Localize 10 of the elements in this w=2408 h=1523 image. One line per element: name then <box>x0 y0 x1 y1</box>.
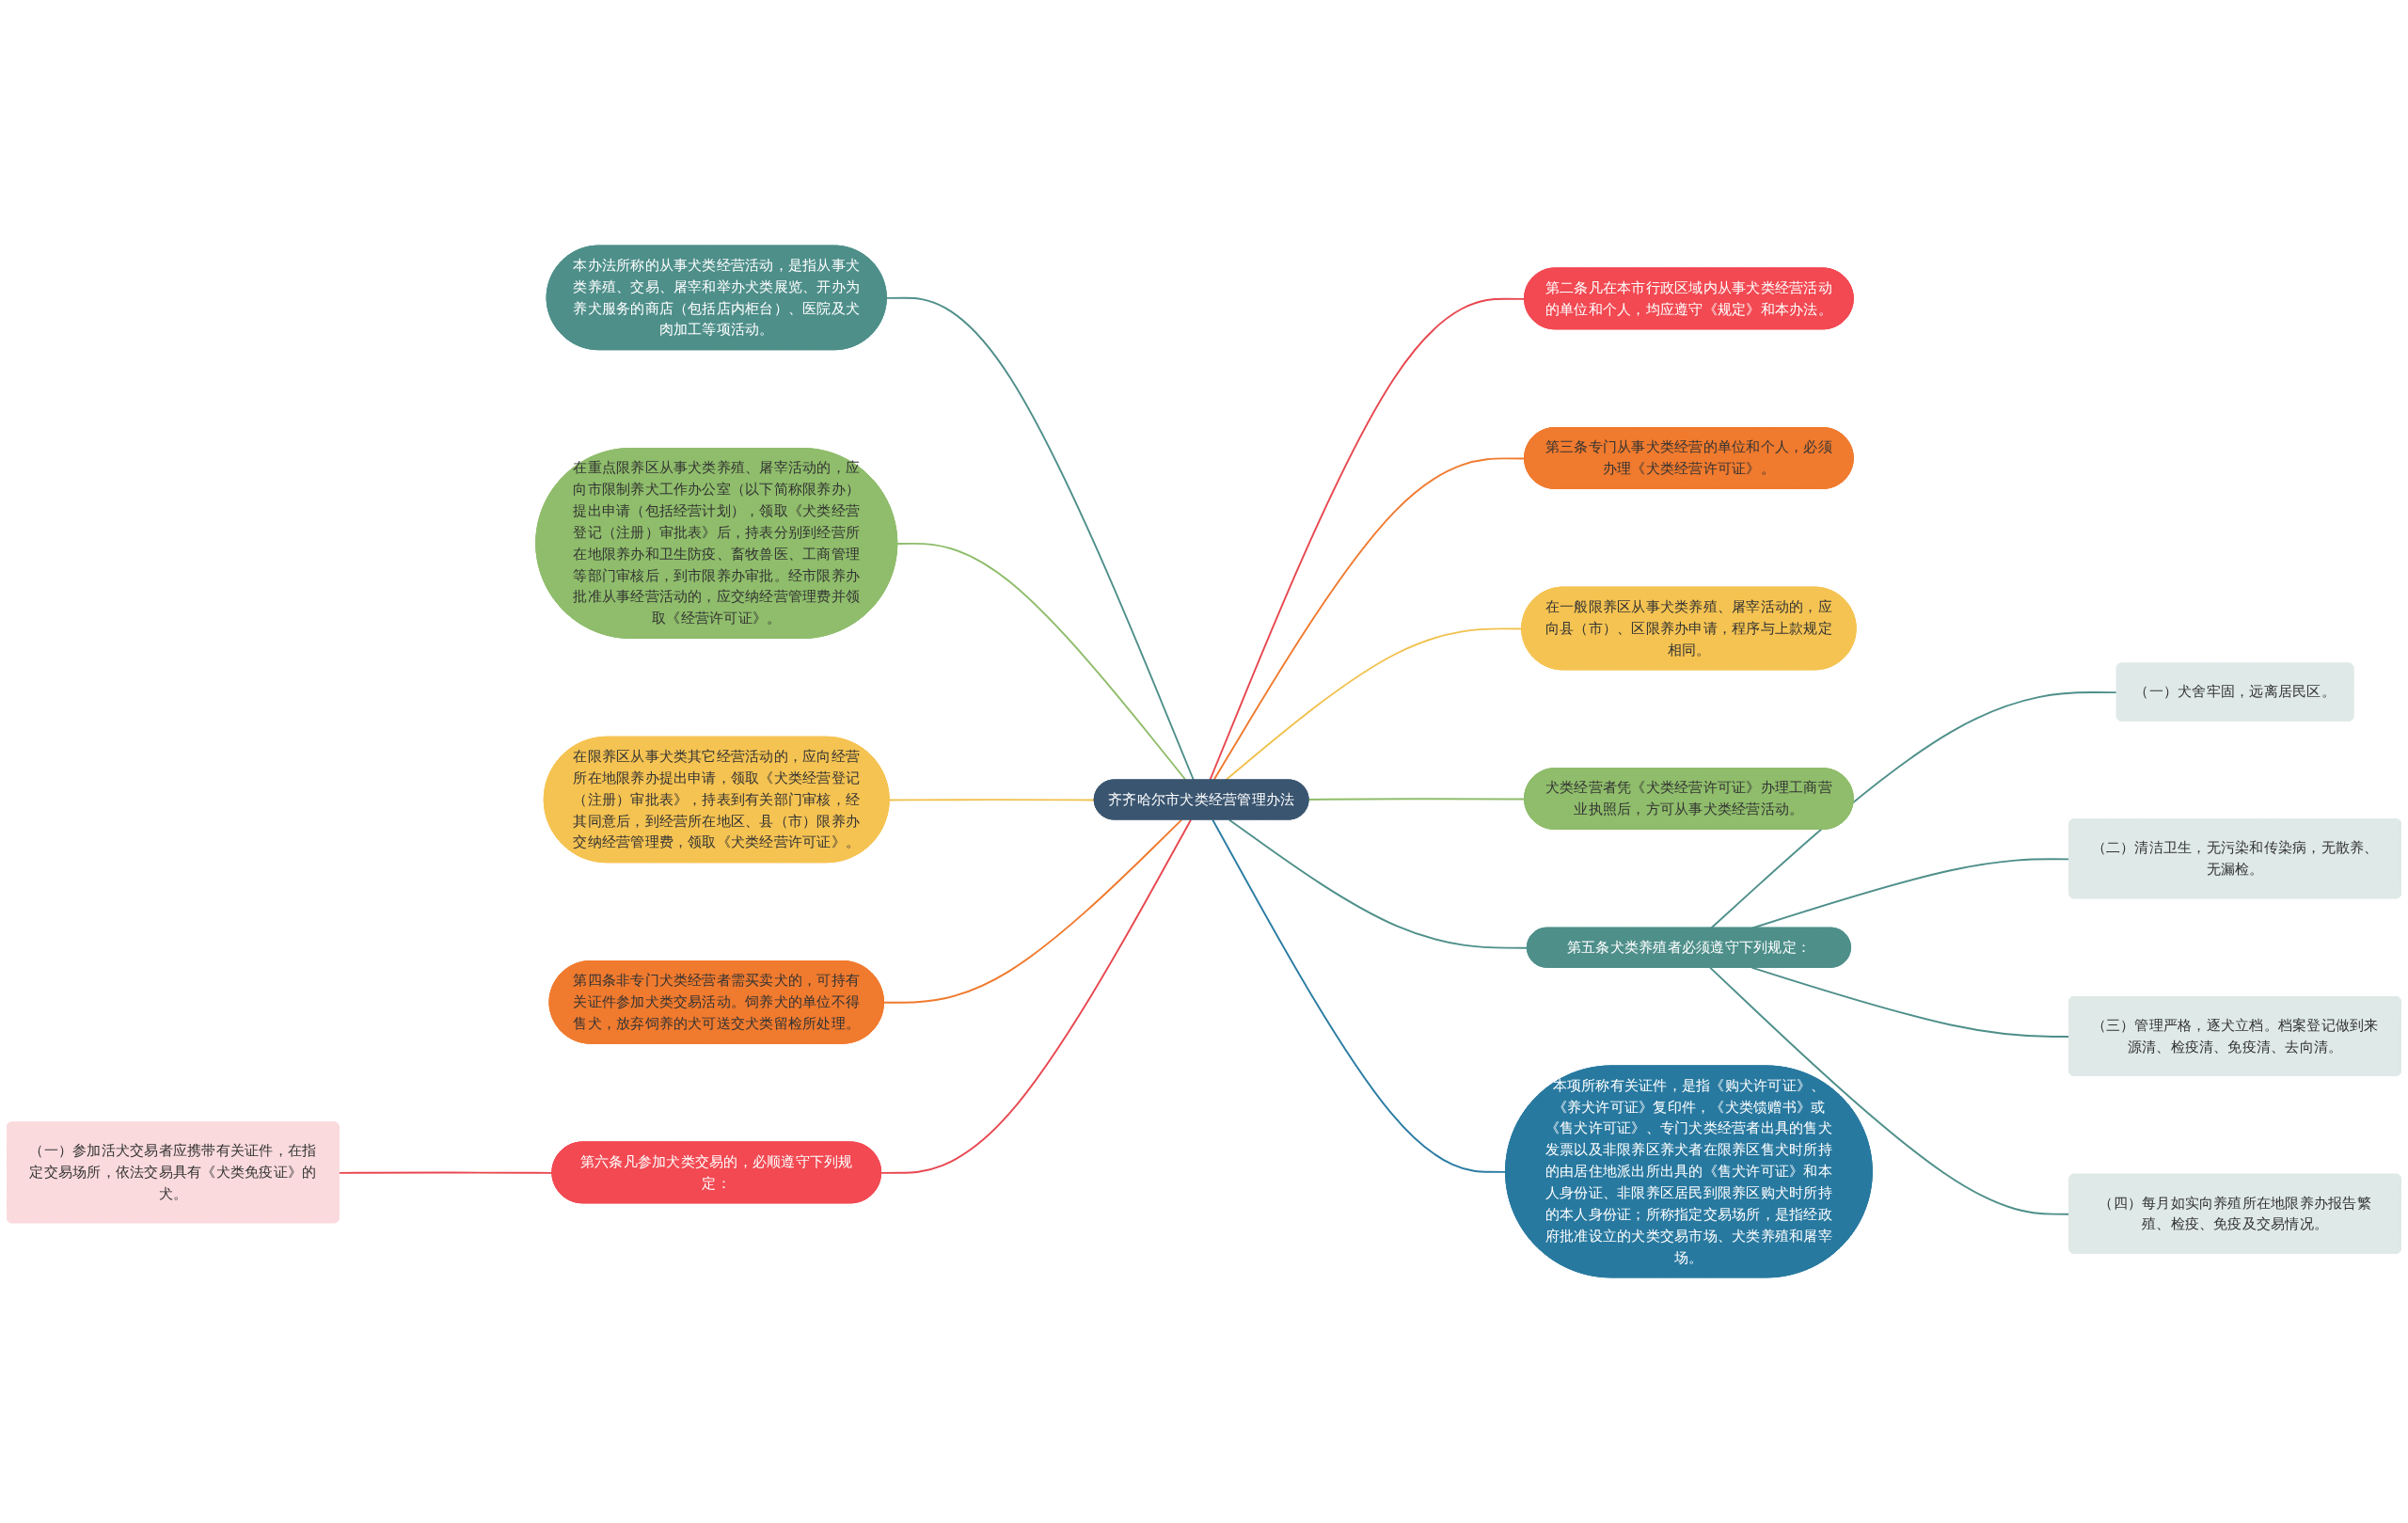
connector <box>880 818 1192 1174</box>
connector <box>1228 818 1529 949</box>
connector <box>882 818 1183 1004</box>
connector <box>885 296 1195 782</box>
connector <box>1710 691 2118 929</box>
connector <box>1209 297 1526 782</box>
connector <box>888 799 1096 801</box>
connector <box>1212 457 1526 782</box>
connector <box>1307 798 1526 801</box>
connector <box>896 542 1187 782</box>
